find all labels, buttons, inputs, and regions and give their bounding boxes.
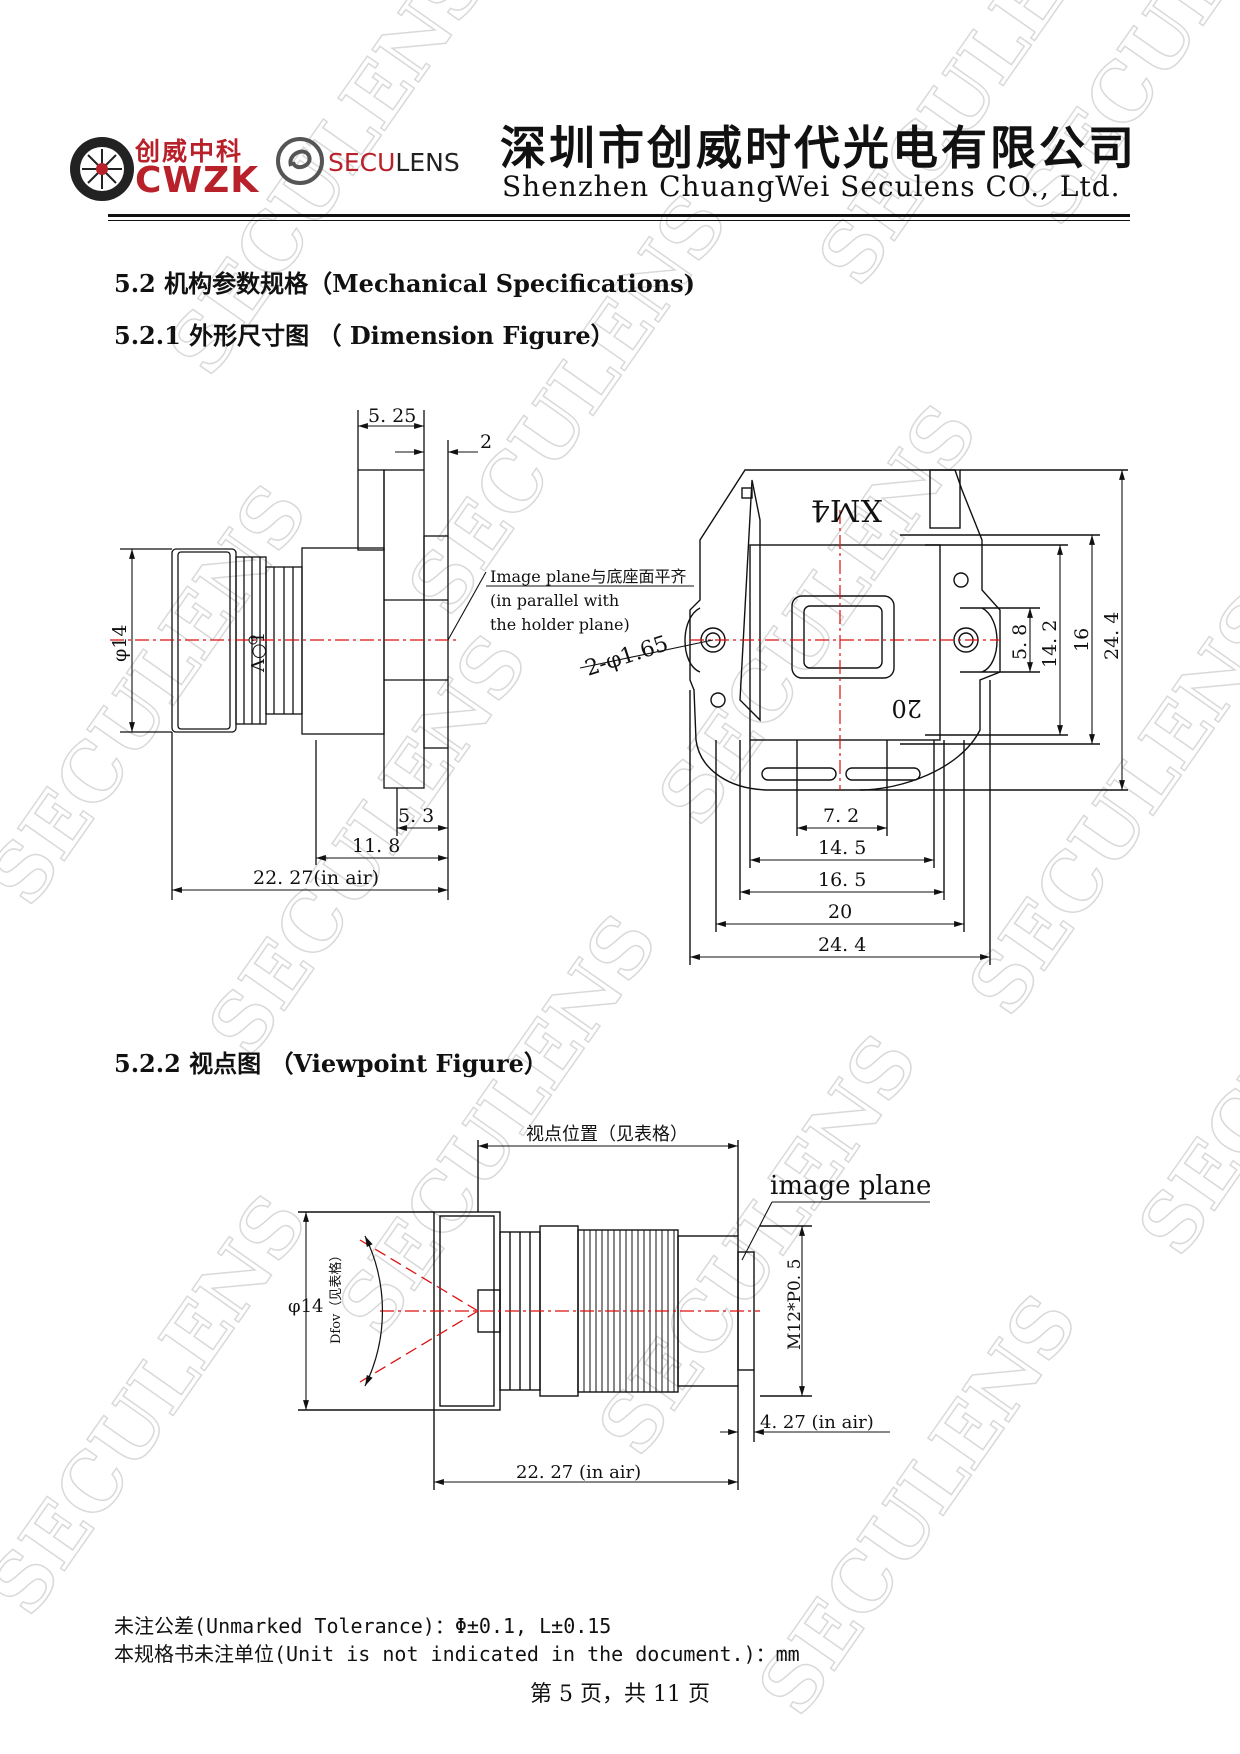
dim-v-5-8: 5. 8 [1009,624,1031,660]
seculens-logo-icon [276,137,324,185]
dim-phi14: φ14 [109,625,131,662]
tolerance-note: 未注公差(Unmarked Tolerance)：Φ±0.1, L±0.15 [114,1614,612,1638]
page-number: 第 5 页，共 11 页 [530,1682,710,1707]
dim-v-24-4: 24. 4 [1101,612,1123,660]
dim-v-16: 16 [1071,628,1093,652]
dim-h-7-2: 7. 2 [823,805,859,827]
page-header: 创威中科 CWZK SECULENS 深圳市创威时代光电有限公司 Shenzhe… [0,0,1240,230]
section-heading-5-2-1: 5.2.1 外形尺寸图 （ Dimension Figure） [114,321,615,350]
brand-cn: 创威中科 [135,137,244,166]
cwzk-logo-icon [70,137,134,201]
lens-mark: A○1 [248,632,269,673]
image-plane-note: the holder plane) [490,615,630,634]
holder-corner-mark: 20 [891,694,922,722]
dim-4-27: 4. 27 (in air) [760,1412,874,1433]
dim-h-20: 20 [828,901,852,923]
dim-11-8: 11. 8 [352,835,400,857]
unit-note: 本规格书未注单位(Unit is not indicated in the do… [114,1642,800,1666]
dim-2: 2 [480,431,492,453]
brand-en: CWZK [135,160,260,201]
dim-h-24-4: 24. 4 [818,934,866,956]
image-plane-label: image plane [770,1171,931,1201]
dim-h-16-5: 16. 5 [818,869,866,891]
dim-v-14-2: 14. 2 [1039,620,1061,668]
section-heading-5-2: 5.2 机构参数规格（Mechanical Specifications) [114,269,696,298]
dfov-label: Dfov（见表格） [328,1249,344,1344]
company-name-en: Shenzhen ChuangWei Seculens CO., Ltd. [502,170,1121,203]
dim-22-27: 22. 27 (in air) [516,1462,641,1483]
viewpoint-position-label: 视点位置（见表格） [526,1124,688,1145]
thread-spec: M12*P0. 5 [785,1259,805,1350]
dim-5-3: 5. 3 [398,805,434,827]
image-plane-note: (in parallel with [490,591,619,610]
dim-5-25: 5. 25 [368,405,416,427]
dim-22-27: 22. 27(in air) [253,867,379,889]
dim-h-14-5: 14. 5 [818,837,866,859]
company-name-cn: 深圳市创威时代光电有限公司 [500,121,1137,175]
header-rule [108,220,1130,221]
section-heading-5-2-2: 5.2.2 视点图 （Viewpoint Figure） [114,1049,548,1078]
header-rule [108,214,1130,217]
image-plane-note: Image plane与底座面平齐 [490,567,687,586]
seculens-logo: SECULENS [328,148,460,177]
dim-phi14: φ14 [288,1296,324,1317]
holder-model-mark: XM4 [811,492,882,527]
